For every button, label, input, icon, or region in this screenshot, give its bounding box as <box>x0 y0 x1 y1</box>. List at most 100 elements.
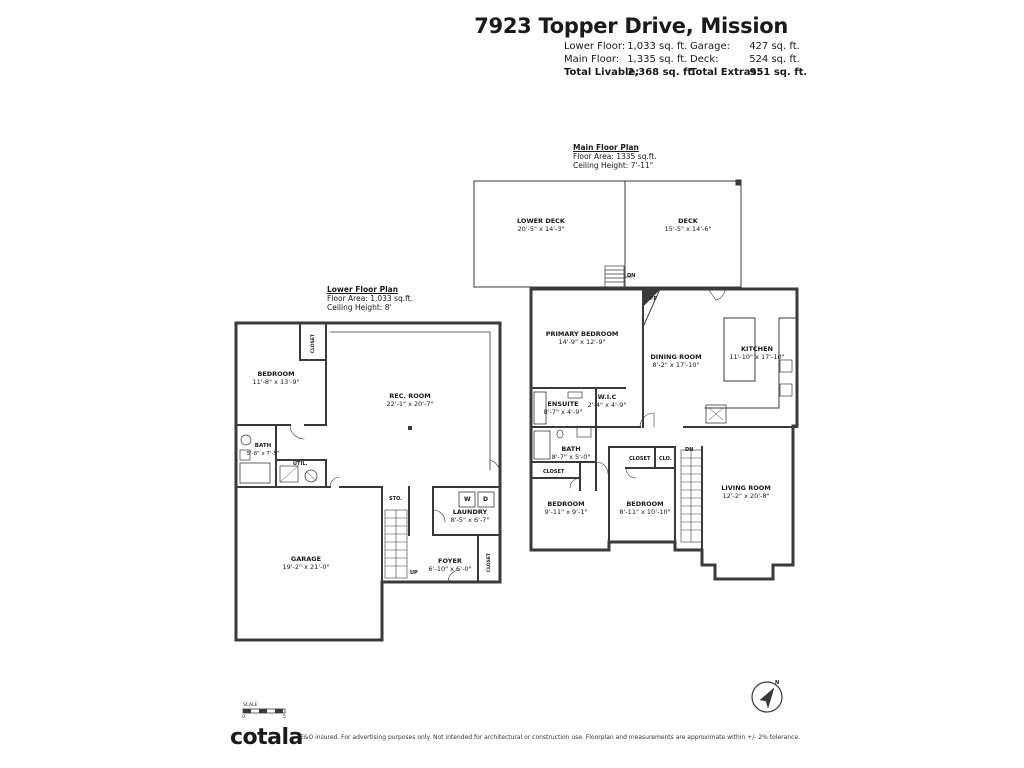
washer-label: W <box>464 496 471 503</box>
room-name: W.I.C <box>597 393 617 401</box>
property-address: 7923 Topper Drive, Mission <box>474 14 788 38</box>
room-name: BEDROOM <box>626 500 664 508</box>
total-livable-value: 2,368 sq. ft. <box>627 67 696 78</box>
main-floor-heading: Main Floor Plan Floor Area: 1335 sq.ft. … <box>573 143 657 170</box>
room-dims: 11'-10" x 17'-10" <box>729 353 785 361</box>
lower-closet-label-1: CLOSET <box>311 334 316 354</box>
ensuite-tub <box>533 391 547 425</box>
dryer <box>477 491 495 508</box>
room-dims: 22'-1" x 20'-7" <box>386 400 434 408</box>
deck-value: 524 sq. ft. <box>749 54 800 65</box>
kitchen-island <box>723 317 756 382</box>
main-closet-label-2: CLOSET <box>629 456 651 462</box>
fireplace-label: FP <box>650 296 658 302</box>
area-summary-left: Lower Floor: 1,033 sq. ft. Main Floor: 1… <box>564 40 696 79</box>
bath-tub <box>533 430 551 460</box>
lower-floor-value: 1,033 sq. ft. <box>627 41 688 52</box>
deck-outline <box>624 180 742 288</box>
room-dims: 9'-11" x 9'-1" <box>544 508 588 516</box>
lower-closet-label-2: CLOSET <box>487 553 492 573</box>
fridge <box>779 383 793 397</box>
lower-stairs <box>384 509 408 579</box>
room-name: BEDROOM <box>547 500 585 508</box>
main-floor-title: Main Floor Plan <box>573 143 639 152</box>
lower-deck-outline <box>473 180 626 288</box>
kitchen-range <box>705 404 727 424</box>
room-primary-bedroom: PRIMARY BEDROOM 14'-9" x 12'-9" <box>546 330 619 346</box>
main-floor-ceiling: Ceiling Height: 7'-11" <box>573 161 654 170</box>
main-stairs-dn-label: DN <box>685 447 694 453</box>
deck-label: Deck: <box>690 54 719 65</box>
room-wic: W.I.C 2'-4" x 4'-9" <box>588 393 627 409</box>
room-bedroom-2: BEDROOM 9'-11" x 9'-1" <box>545 500 588 516</box>
room-lower-bath: BATH 5'-8" x 7'-5" <box>247 442 280 458</box>
main-floor-value: 1,335 sq. ft. <box>627 54 688 65</box>
clo-label: CLO. <box>659 456 672 462</box>
garage-value: 427 sq. ft. <box>749 41 800 52</box>
room-dims: 15'-5" x 14'-6" <box>664 225 712 233</box>
room-lower-deck: LOWER DECK 20'-5" x 14'-3" <box>517 217 565 233</box>
room-foyer: FOYER 6'-10" x 6'-0" <box>429 557 472 573</box>
kitchen-sink <box>779 359 793 373</box>
main-floor-walls <box>473 179 799 581</box>
lower-floor-ceiling: Ceiling Height: 8' <box>327 303 392 312</box>
room-rec-room: REC. ROOM 22'-1" x 20'-7" <box>386 392 433 408</box>
room-name: LAUNDRY <box>452 508 488 516</box>
room-dims: 12'-2" x 20'-8" <box>722 492 770 500</box>
scale-bar <box>242 708 286 714</box>
lower-stairs-up-label: UP <box>410 570 418 576</box>
disclaimer-text: E&O insured. For advertising purposes on… <box>300 734 800 741</box>
lower-floor-label: Lower Floor: <box>564 41 626 52</box>
room-deck: DECK 15'-5" x 14'-6" <box>664 217 711 233</box>
room-main-bath: BATH 8'-7" x 5'-0" <box>552 445 591 461</box>
compass-north-label: N <box>775 680 780 686</box>
lower-floor-title: Lower Floor Plan <box>327 285 399 294</box>
room-name: ENSUITE <box>547 400 579 408</box>
total-extras-label: Total Extras: <box>690 67 761 78</box>
lower-floor-area: Floor Area: 1,033 sq.ft. <box>327 294 413 303</box>
deck-post <box>735 179 742 186</box>
room-name: REC. ROOM <box>389 392 431 400</box>
compass-rose <box>751 681 783 713</box>
room-garage: GARAGE 19'-2" x 21'-0" <box>282 555 329 571</box>
lower-floor-heading: Lower Floor Plan Floor Area: 1,033 sq.ft… <box>327 285 413 312</box>
room-dims: 8'-7" x 5'-0" <box>551 453 591 461</box>
deck-stairs <box>604 265 633 288</box>
room-dims: 8'-5" x 6'-7" <box>450 516 490 524</box>
room-name: BATH <box>561 445 581 453</box>
room-name: DINING ROOM <box>650 353 702 361</box>
main-closet-label-1: CLOSET <box>543 469 565 475</box>
room-name: FOYER <box>438 557 462 565</box>
room-ensuite: ENSUITE 8'-7" x 4'-9" <box>544 400 583 416</box>
room-dims: 20'-5" x 14'-3" <box>517 225 565 233</box>
total-extras-value: 951 sq. ft. <box>749 67 808 78</box>
room-lower-bedroom: BEDROOM 11'-8" x 13'-9" <box>252 370 299 386</box>
room-bedroom-3: BEDROOM 8'-11" x 10'-10" <box>619 500 670 516</box>
garage-label: Garage: <box>690 41 730 52</box>
main-door-swings <box>569 288 726 489</box>
room-dims: 8'-11" x 10'-10" <box>619 508 671 516</box>
area-summary-right: Garage: 427 sq. ft. Deck: 524 sq. ft. To… <box>690 40 807 79</box>
dryer-label: D <box>483 496 488 503</box>
scale-label: SCALE <box>243 703 258 708</box>
deck-stairs-dn-label: DN <box>627 273 636 279</box>
room-name: PRIMARY BEDROOM <box>545 330 619 338</box>
room-dims: 6'-10" x 6'-0" <box>428 565 472 573</box>
main-floor-label: Main Floor: <box>564 54 620 65</box>
lower-door-swings <box>289 424 501 583</box>
storage-label: STO. <box>389 496 403 502</box>
main-stairs <box>680 449 703 543</box>
room-name: BEDROOM <box>257 370 295 378</box>
room-name: DECK <box>678 217 698 225</box>
fireplace <box>642 288 662 308</box>
room-name: LIVING ROOM <box>721 484 771 492</box>
room-dining-room: DINING ROOM 8'-2" x 17'-10" <box>650 353 701 369</box>
room-dims: 2'-4" x 4'-9" <box>587 401 627 409</box>
room-dims: 5'-8" x 7'-5" <box>246 451 280 457</box>
room-name: BATH <box>254 443 272 449</box>
room-name: GARAGE <box>290 555 322 563</box>
main-floor-area: Floor Area: 1335 sq.ft. <box>573 152 657 161</box>
room-dims: 8'-7" x 4'-9" <box>543 408 583 416</box>
room-dims: 8'-2" x 17'-10" <box>652 361 700 369</box>
